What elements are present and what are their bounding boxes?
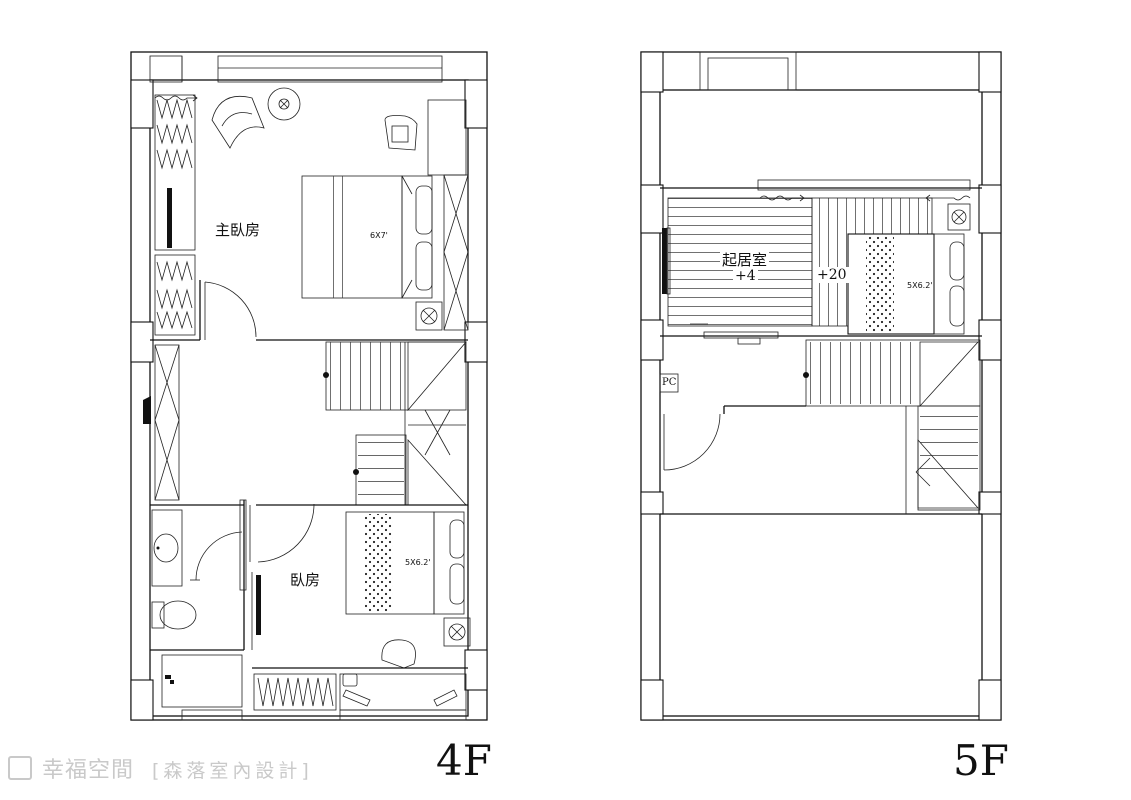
- level-raised: +20: [815, 267, 849, 283]
- bed-size-master: 6X7': [370, 231, 388, 240]
- level-living: +4: [733, 268, 758, 284]
- watermark-designer: [森落室內設計]: [152, 760, 313, 782]
- floor-label-5f: 5F: [953, 736, 1009, 785]
- floor-4f-plan: [130, 51, 488, 721]
- watermark: 幸福空間 [森落室內設計]: [8, 752, 313, 784]
- label-bedroom: 臥房: [290, 571, 321, 589]
- bed-size-bedroom-5f: 5X6.2': [907, 281, 933, 290]
- house-logo-icon: [8, 756, 32, 780]
- floor-5f-plan: [640, 51, 1002, 721]
- label-living-room: 起居室: [720, 249, 770, 270]
- label-master-bedroom: 主臥房: [215, 221, 261, 239]
- bed-size-bedroom-4f: 5X6.2': [405, 558, 431, 567]
- floor-label-4f: 4F: [436, 736, 492, 785]
- watermark-brand: 幸福空間: [42, 758, 135, 783]
- pc-label: PC: [662, 377, 677, 388]
